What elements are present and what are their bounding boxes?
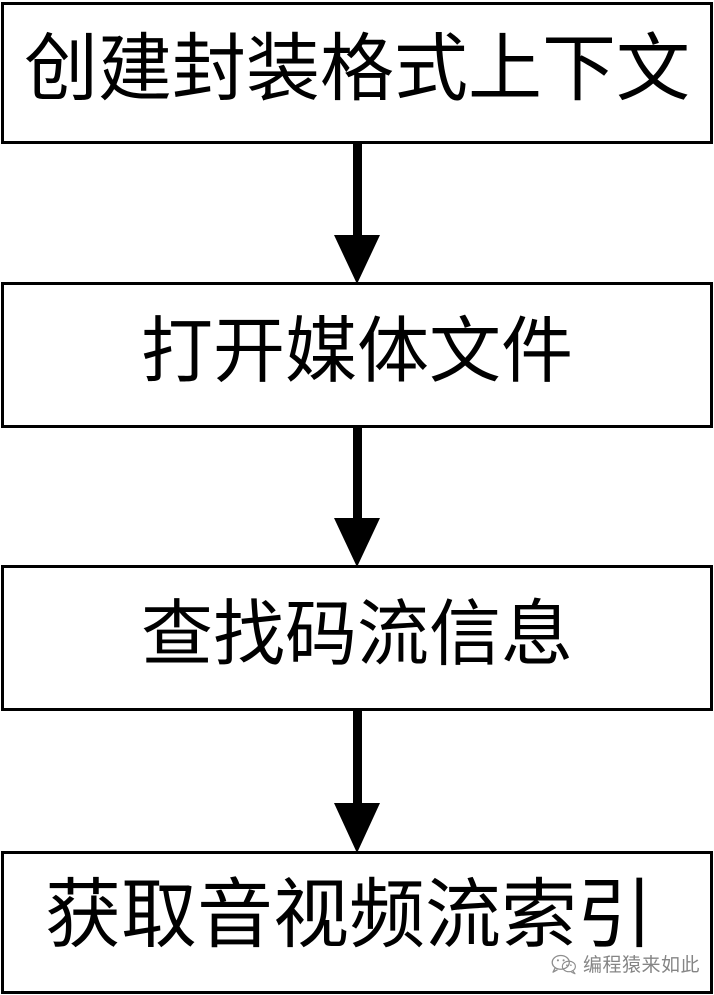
flow-node-label: 查找码流信息 — [140, 592, 573, 676]
flow-connector-arrow-down — [331, 143, 383, 284]
flow-connector-arrow-down — [331, 710, 383, 853]
arrow-down-icon — [334, 143, 380, 284]
flow-node-open-media-file[interactable]: 打开媒体文件 — [1, 282, 713, 428]
flow-node-get-av-stream-index[interactable]: 获取音视频流索引 编程猿来如此 — [1, 851, 713, 994]
flow-node-create-format-context[interactable]: 创建封装格式上下文 — [1, 2, 713, 144]
flow-node-find-stream-info[interactable]: 查找码流信息 — [1, 565, 713, 711]
flow-node-label: 打开媒体文件 — [140, 309, 573, 393]
flow-connector-arrow-down — [331, 427, 383, 567]
flow-node-label: 创建封装格式上下文 — [24, 26, 690, 112]
arrow-down-icon — [334, 710, 380, 853]
watermark-text: 编程猿来如此 — [582, 954, 700, 976]
flow-node-label: 获取音视频流索引 — [45, 869, 653, 959]
wechat-icon — [551, 954, 576, 974]
arrow-down-icon — [334, 427, 380, 567]
watermark: 编程猿来如此 — [551, 950, 700, 977]
